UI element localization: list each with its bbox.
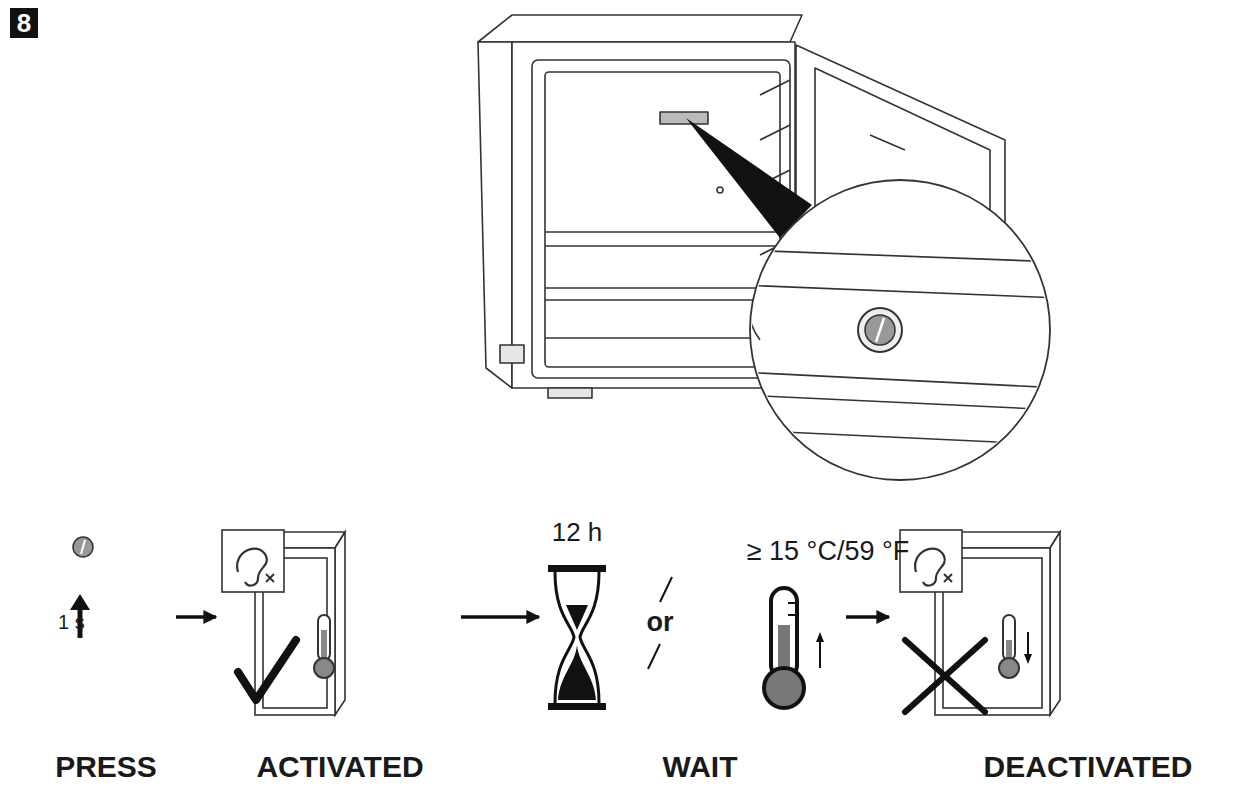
step-group: PRESS (40, 528, 170, 787)
check-mark (238, 640, 296, 700)
activated-icon (222, 530, 345, 715)
step-caption: PRESS (55, 750, 157, 783)
flow-arrow (176, 615, 216, 619)
step-group: WAIT (545, 528, 840, 787)
step-group: ACTIVATED (222, 528, 455, 787)
step-caption: WAIT (663, 750, 738, 783)
duration-label: 12 h (552, 518, 603, 547)
step-caption: DEACTIVATED (984, 750, 1193, 783)
flow-arrow (846, 615, 889, 619)
step-group: DEACTIVATED (895, 528, 1220, 787)
cross-mark (905, 640, 985, 712)
temperature-label: ≥ 15 °C/59 °F (747, 537, 909, 567)
deactivated-icon (900, 530, 1060, 715)
zoom-pointer (686, 118, 812, 238)
step-badge (10, 8, 38, 38)
hourglass-icon (548, 565, 606, 710)
or-label: or (647, 608, 674, 638)
step-caption: ACTIVATED (256, 750, 423, 783)
thermometer-up-icon (764, 588, 824, 708)
duration-label: 1 s (58, 611, 85, 633)
zoom-detail (740, 180, 1060, 480)
flow-arrow (461, 615, 539, 619)
step-number: 8 (17, 9, 31, 38)
